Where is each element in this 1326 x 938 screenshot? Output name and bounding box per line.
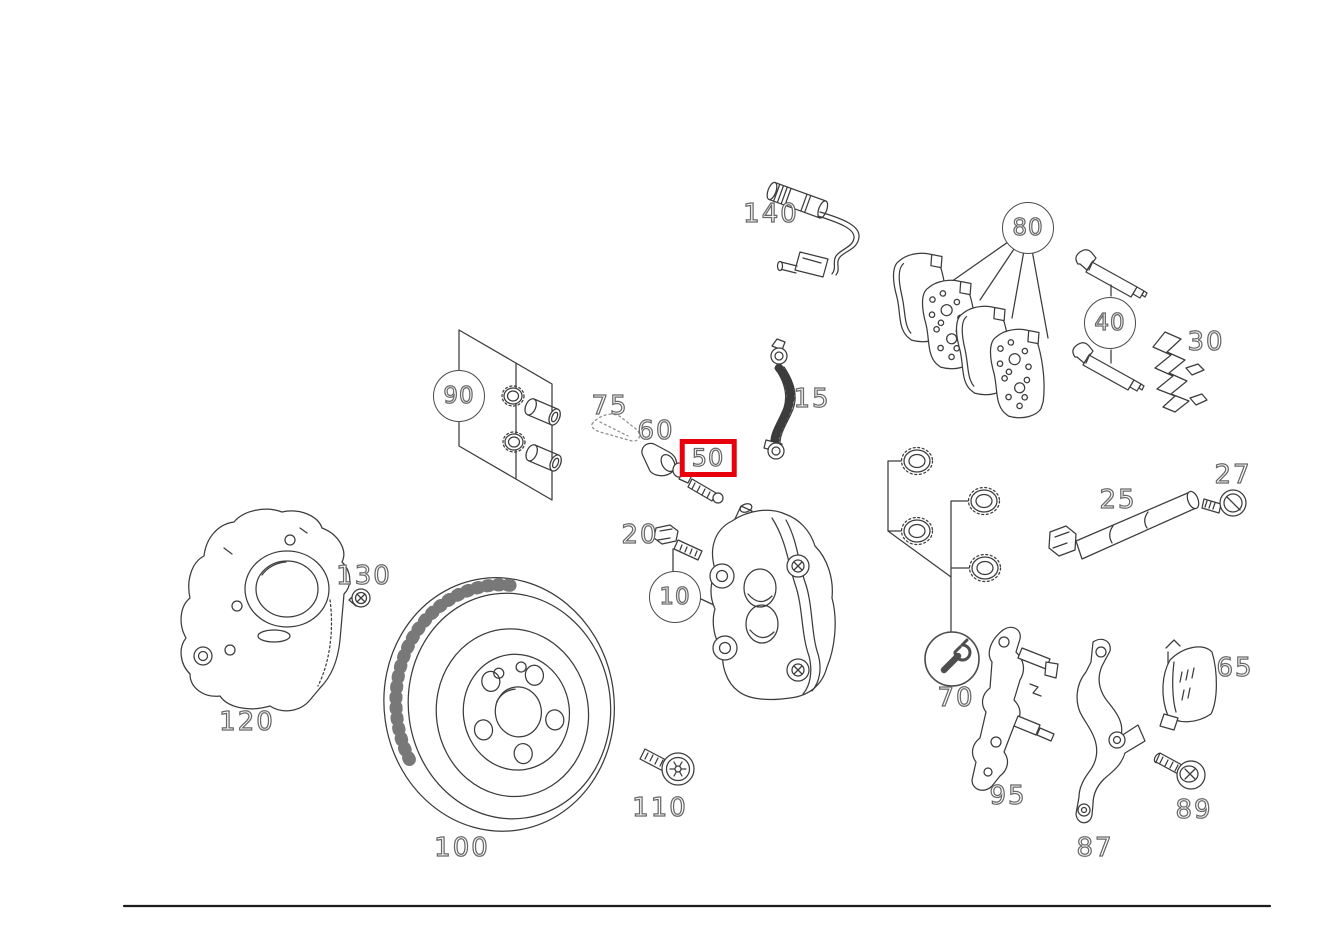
- part-10-caliper-art: [700, 503, 836, 701]
- part-label-100[interactable]: 100: [434, 833, 490, 863]
- part-label-25[interactable]: 25: [1099, 485, 1137, 515]
- part-80-brake-pads-art: [890, 227, 1049, 421]
- part-label-27[interactable]: 27: [1214, 460, 1252, 490]
- part-label-15[interactable]: 15: [793, 384, 831, 414]
- part-40-guide-pins-art: [1072, 249, 1148, 392]
- part-label-65[interactable]: 65: [1216, 653, 1254, 683]
- part-label-40[interactable]: 40: [1084, 297, 1136, 349]
- part-95-carrier-art: [971, 626, 1059, 791]
- part-label-87[interactable]: 87: [1076, 833, 1114, 863]
- part-89-screw-art: [1153, 752, 1206, 790]
- part-label-140[interactable]: 140: [743, 199, 799, 229]
- wrench-icon: [924, 631, 980, 687]
- part-130-screw-art: [348, 588, 371, 608]
- part-label-10[interactable]: 10: [649, 571, 701, 623]
- part-60-cap-art: [641, 442, 678, 477]
- part-label-60[interactable]: 60: [637, 416, 675, 446]
- part-label-70[interactable]: 70: [937, 683, 975, 713]
- part-label-95[interactable]: 95: [989, 781, 1027, 811]
- part-label-120[interactable]: 120: [219, 707, 275, 737]
- part-label-30[interactable]: 30: [1187, 327, 1225, 357]
- part-87-bracket-art: [1075, 638, 1146, 824]
- part-label-90[interactable]: 90: [433, 370, 485, 422]
- part-label-20[interactable]: 20: [621, 520, 659, 550]
- part-70-seal-kit-art: [887, 446, 1002, 687]
- part-90-repair-kit-art: [458, 329, 562, 501]
- part-label-50[interactable]: 50: [679, 439, 737, 477]
- part-25-bolt-art: [1048, 490, 1200, 560]
- part-65-pad-art: [1159, 639, 1217, 731]
- part-140-wear-sensor-art: [766, 181, 860, 278]
- part-100-brake-disc-art: [383, 577, 615, 832]
- part-label-75[interactable]: 75: [591, 391, 629, 421]
- part-120-splash-shield-art: [180, 508, 351, 712]
- part-20-bolt-art: [653, 524, 703, 575]
- part-30-spring-clip-art: [1152, 331, 1208, 413]
- part-label-110[interactable]: 110: [632, 793, 688, 823]
- part-110-disc-screw-art: [639, 748, 695, 786]
- part-label-130[interactable]: 130: [336, 561, 392, 591]
- part-75-grease-art: [591, 413, 641, 442]
- part-15-brake-hose-art: [763, 338, 796, 460]
- part-27-screw-art: [1201, 489, 1247, 517]
- part-label-89[interactable]: 89: [1175, 795, 1213, 825]
- part-label-80[interactable]: 80: [1002, 202, 1054, 254]
